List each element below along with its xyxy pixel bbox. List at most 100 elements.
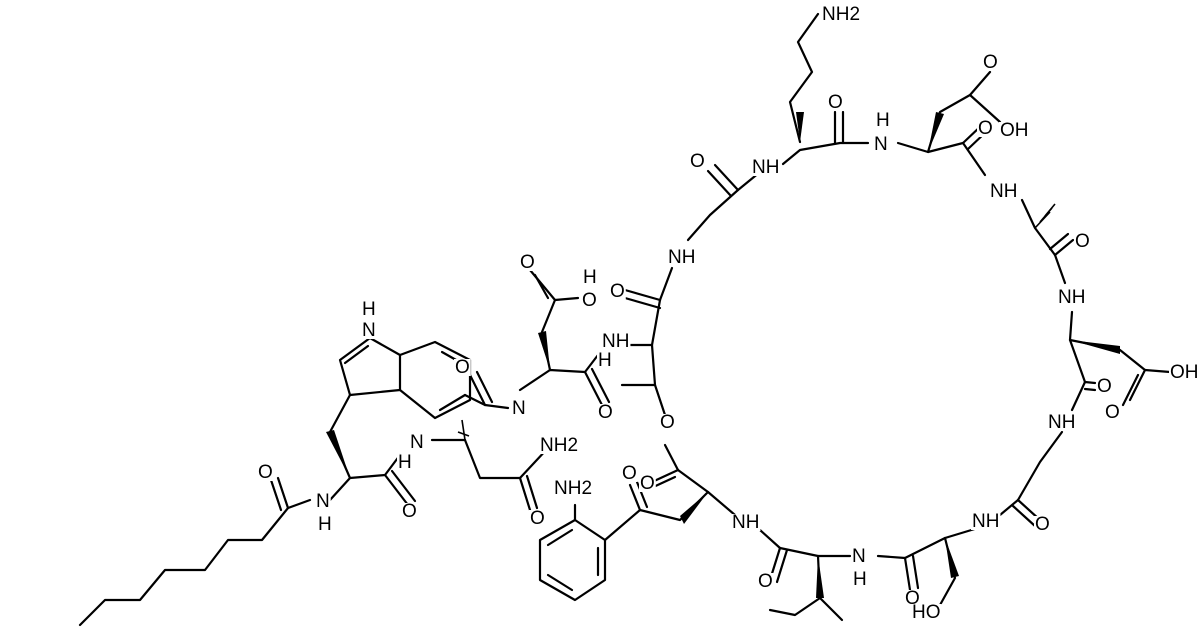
label-background <box>519 254 536 271</box>
label-background <box>597 352 613 369</box>
label-background <box>361 301 377 318</box>
label-nh2: NH2 <box>554 478 592 499</box>
label-background <box>1104 404 1121 421</box>
label-background <box>539 437 580 454</box>
label-background <box>731 514 761 531</box>
label-h: H <box>853 569 867 590</box>
label-nh: NH <box>990 181 1017 202</box>
label-o: O <box>758 571 773 592</box>
label-background <box>904 590 921 607</box>
label-o: O <box>905 588 920 609</box>
label-background <box>1169 364 1200 381</box>
label-ho: HO <box>912 602 941 623</box>
label-background <box>977 120 994 137</box>
label-background <box>257 464 274 481</box>
label-background <box>609 283 626 300</box>
label-nh: NH <box>668 247 695 268</box>
label-o: O <box>530 508 545 529</box>
label-background <box>875 112 891 129</box>
label-background <box>454 359 471 376</box>
label-background <box>401 503 418 520</box>
label-background <box>361 322 377 339</box>
label-o: O <box>622 463 637 484</box>
label-background <box>989 183 1019 200</box>
label-background <box>1096 378 1113 395</box>
label-o: O <box>1097 376 1112 397</box>
label-oh: OH <box>1000 120 1029 141</box>
label-backgrounds <box>257 6 1200 621</box>
label-n: N <box>362 320 376 341</box>
label-background <box>852 571 868 588</box>
label-h: H <box>362 299 376 320</box>
label-n: N <box>852 546 866 567</box>
label-n: N <box>316 491 330 512</box>
label-background <box>581 292 598 309</box>
label-o: O <box>258 462 273 483</box>
label-background <box>1047 414 1077 431</box>
label-background <box>999 122 1030 139</box>
label-background <box>639 475 656 492</box>
label-o: O <box>828 92 843 113</box>
bond-lines <box>78 12 1172 627</box>
label-nh: NH <box>1058 287 1085 308</box>
label-nh: NH <box>752 157 779 178</box>
label-background <box>315 493 331 510</box>
label-background <box>621 465 638 482</box>
label-background <box>757 573 774 590</box>
label-background <box>511 400 527 417</box>
label-background <box>982 54 999 71</box>
label-nh: NH <box>1048 412 1075 433</box>
label-background <box>597 404 614 421</box>
label-background <box>667 249 697 266</box>
label-o: O <box>1035 514 1050 535</box>
label-background <box>529 510 546 527</box>
label-o: O <box>640 473 655 494</box>
label-h: H <box>876 110 890 131</box>
label-background <box>689 153 706 170</box>
label-h: H <box>583 267 597 288</box>
label-background <box>821 6 862 23</box>
label-o: O <box>455 357 470 378</box>
label-background <box>409 434 425 451</box>
label-nh2: NH2 <box>540 435 578 456</box>
label-h: H <box>398 452 412 473</box>
label-background <box>582 269 598 286</box>
label-background <box>751 159 781 176</box>
label-background <box>827 94 844 111</box>
label-o: O <box>402 501 417 522</box>
label-background <box>553 480 594 497</box>
label-nh: NH <box>602 331 629 352</box>
label-n: N <box>410 432 424 453</box>
label-background <box>873 136 889 153</box>
stereo-wedges <box>326 112 1120 598</box>
label-nh: NH <box>732 512 759 533</box>
label-background <box>971 513 1001 530</box>
label-o: O <box>520 252 535 273</box>
label-n: N <box>512 398 526 419</box>
label-o: O <box>660 412 675 433</box>
label-nh2-top: NH2 <box>822 4 860 25</box>
label-background <box>911 604 942 621</box>
label-background <box>851 548 867 565</box>
label-background <box>601 333 631 350</box>
label-oh: OH <box>1170 362 1199 383</box>
label-background <box>1034 516 1051 533</box>
atom-labels: NH2 O OH O H N O O NH NH O NH NH O NH H … <box>258 4 1199 623</box>
label-o: O <box>610 281 625 302</box>
label-background <box>397 454 413 471</box>
label-nh: NH <box>972 511 999 532</box>
label-n: N <box>874 134 888 155</box>
label-o: O <box>598 402 613 423</box>
label-o: O <box>983 52 998 73</box>
label-h: H <box>318 514 332 535</box>
label-o: O <box>1105 402 1120 423</box>
label-o: O <box>690 151 705 172</box>
label-h: H <box>598 350 612 371</box>
label-background <box>317 516 333 533</box>
label-background <box>1057 289 1087 306</box>
label-o: O <box>1075 231 1090 252</box>
label-background <box>659 414 676 431</box>
label-o: O <box>978 118 993 139</box>
label-background <box>1074 233 1091 250</box>
